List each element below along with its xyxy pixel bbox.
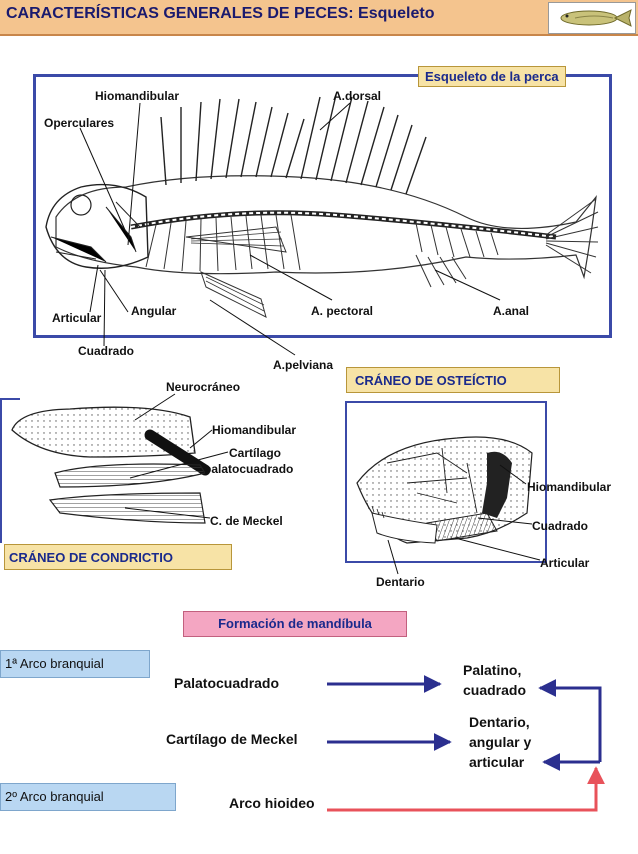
arrow-bracket-top [540,688,600,762]
mandible-arrows [0,640,638,854]
osteichthyes-leader-lines [340,460,638,580]
perch-leader-lines [0,0,638,380]
chondrichthyes-leader-lines [0,380,240,530]
osteichthyes-badge: CRÁNEO DE OSTEÍCTIO [346,367,560,393]
mandible-formation-title: Formación de mandíbula [183,611,407,637]
arrow-hioideo [327,768,596,810]
chondrichthyes-badge: CRÁNEO DE CONDRICTIO [4,544,232,570]
